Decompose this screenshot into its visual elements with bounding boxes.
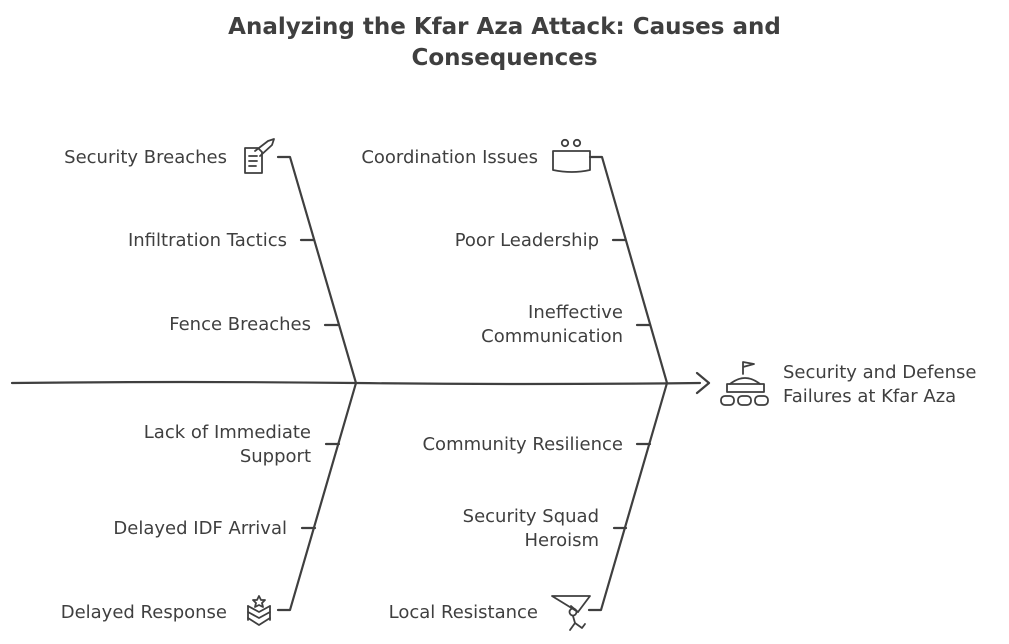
title-line-2: Consequences [411, 45, 598, 71]
clipboard-icon [244, 138, 275, 174]
category-security-breaches: Security Breaches [64, 147, 227, 168]
cause-infiltration-tactics: Infiltration Tactics [128, 229, 287, 253]
military-rank-icon [247, 595, 271, 626]
cause-poor-leadership: Poor Leadership [455, 229, 599, 253]
category-delayed-response: Delayed Response [60, 602, 227, 623]
cause-community-resilience: Community Resilience [422, 433, 623, 457]
cause-line: Infiltration Tactics [127, 230, 287, 251]
cause-delayed-idf-arrival: Delayed IDF Arrival [113, 517, 287, 541]
title-line-1: Analyzing the Kfar Aza Attack: Causes an… [228, 14, 781, 40]
cause-line: Fence Breaches [169, 314, 311, 335]
effect-line-2: Failures at Kfar Aza [783, 386, 957, 407]
cause-line: Ineffective [528, 302, 623, 323]
bone-bottom-right [587, 381, 669, 612]
cause-line: Heroism [524, 530, 599, 551]
hang-glider-icon [551, 595, 591, 631]
cause-ineffective-communication: Ineffective Communication [481, 301, 623, 349]
category-coordination-issues: Coordination Issues [361, 147, 538, 168]
cause-line: Delayed IDF Arrival [113, 518, 287, 539]
category-local-resistance: Local Resistance [388, 602, 538, 623]
cause-fence-breaches: Fence Breaches [169, 313, 311, 337]
effect-line-1: Security and Defense [783, 362, 977, 383]
cause-line: Support [239, 446, 311, 467]
gathering-icon [720, 361, 769, 406]
bone-top-right [588, 155, 669, 385]
diagram-title: Analyzing the Kfar Aza Attack: Causes an… [0, 12, 1009, 74]
cause-lack-of-immediate-support: Lack of Immediate Support [144, 421, 311, 469]
cause-line: Communication [481, 326, 623, 347]
bone-top-left [276, 155, 358, 385]
cause-line: Poor Leadership [454, 230, 599, 251]
cause-line: Community Resilience [422, 434, 623, 455]
meeting-icon [552, 138, 591, 173]
bone-bottom-left [276, 381, 358, 612]
spine-arrowhead [695, 371, 711, 395]
cause-security-squad-heroism: Security Squad Heroism [463, 505, 599, 553]
cause-line: Security Squad [462, 506, 599, 527]
effect-label: Security and Defense Failures at Kfar Az… [783, 361, 976, 409]
cause-line: Lack of Immediate [143, 422, 311, 443]
